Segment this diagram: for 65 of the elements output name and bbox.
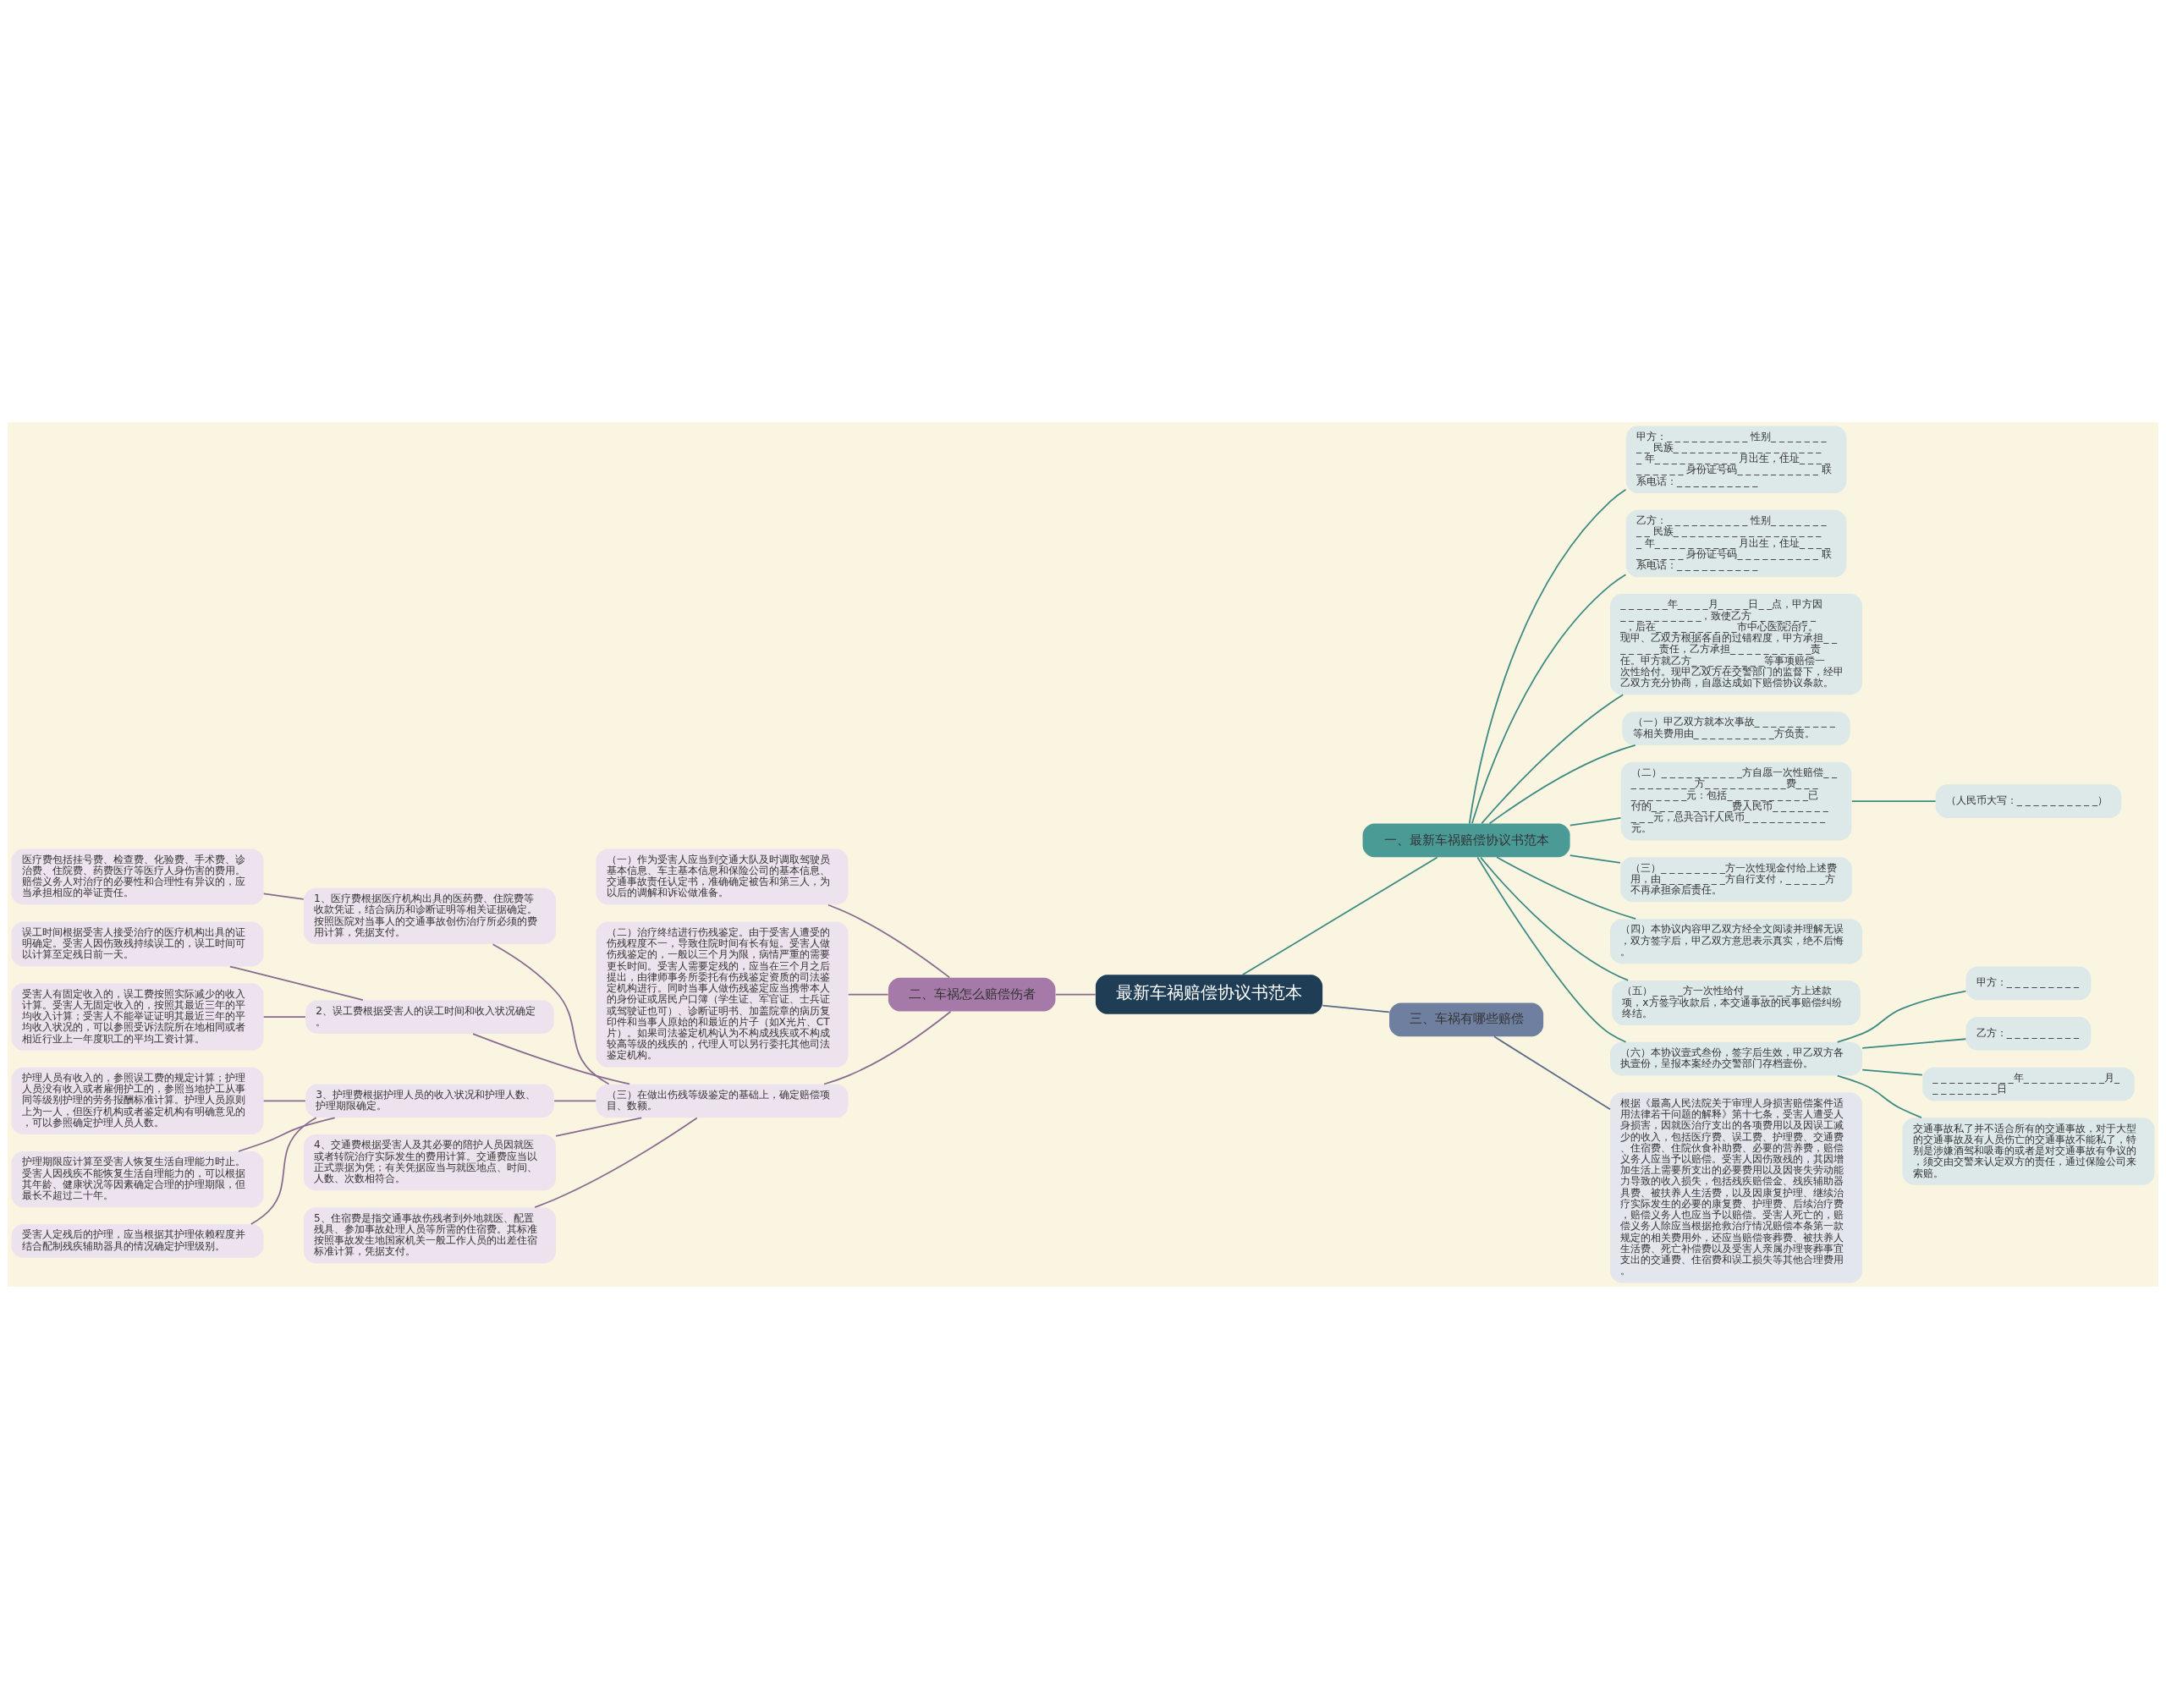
node-box: 受害人有固定收入的，误工费按照实际减少的收入计算。受害人无固定收入的，按照其最近三年的平均收入计算；受害人不能举证证明其最近三年的平均收入状况的，可以参照受诉法院所在地相同或者相近行业上一年度职工的平均工资计算。 (11, 982, 264, 1051)
connector (1476, 856, 1627, 1043)
node-box: 一、最新车祸赔偿协议书范本 (1362, 823, 1570, 857)
connector (1569, 854, 1621, 864)
connector (1850, 799, 1937, 802)
connector (238, 1116, 336, 1152)
node-box: _ _ _ _ _ _年_ _ _ _月_ _ _ _日_ _点，甲方因_ _ _ _ _ _ _ _ _ _，致使乙方_ _ _ _ _ _ _ _ _，后在_ _ _ _ _ _ _ _ _ _市中心医院治疗。现甲、乙双方根据各自的过错程度，甲方承担_ _ _ _ _ _ _责任，乙方承担_ _ _ _ _ _ _ _ _ _责任。甲方就乙方_ _ _ _ _ _ _ _ _等事项赔偿一次性给付。现甲乙双方在交警部门的监督下，经甲乙双方充分协商，自愿达成如下赔偿协议条款。 (1610, 593, 1862, 695)
connector (1861, 1068, 1923, 1076)
node-box: （二）_ _ _ _ _ _ _ _ _ _方自愿一次性赔偿_ _ _ _ _ _ _ _ _ _方_ _ _ _ _ _ _ _ _ _费_ _ _ _ _ _ _ _ _ _元：包括_ _ _ _ _ _ _ _ _ _已付的_ _ _ _ _ _ _ _ _ _费人民币_ _ _ _ _ _ _ _ _ _元，总共合计人民币_ _ _ _ _ _ _ _ _ _元。 (1620, 761, 1852, 840)
connector (534, 1117, 698, 1208)
node-box: 甲方：_ _ _ _ _ _ _ _ _ (1965, 965, 2092, 1000)
connector (1569, 816, 1622, 827)
node-box: （六）本协议壹式叁份，签字后生效，甲乙双方各执壹份，呈报本案经办交警部门存档壹份。 (1610, 1041, 1862, 1076)
node-box: （三）_ _ _ _ _ _ _ _方一次性现金付给上述费用，由_ _ _ _ _ _ _ _方自行支付，_ _ _ _ _方不再承担余后责任。 (1620, 856, 1852, 902)
node-box: （一）甲乙双方就本次事故_ _ _ _ _ _ _ _ _ _等相关费用由_ _ _ _ _ _ _ _ _ _方负责。 (1622, 711, 1850, 745)
node-box: 最新车祸赔偿协议书范本 (1095, 974, 1323, 1014)
node-box: 甲方：_ _ _ _ _ _ _ _ _ _ 性别_ _ _ _ _ _ _ _ _ 民族_ _ _ _ _ _ _ _ _ _ _ _ _ _ _ _ _ _ _ 年_ _ _ _ _ _ _ _ _ _ 月出生，住址_ _ _ _ _ _ _ _ _ _ 身份证号码_ _ _ _ _ _ _ _ _ _ 联系电话：_ _ _ _ _ _ _ _ _ _ (1625, 425, 1847, 493)
node-box: 乙方：_ _ _ _ _ _ _ _ _ (1965, 1016, 2092, 1051)
connector (1481, 693, 1624, 824)
node-box: （三）在做出伤残等级鉴定的基础上，确定赔偿项目、数额。 (596, 1084, 849, 1118)
connector (1836, 990, 1967, 1043)
node-box: （人民币大写：_ _ _ _ _ _ _ _ _ _） (1935, 783, 2122, 818)
node-box: 5、住宿费是指交通事故伤残者到外地就医、配置残具、参加事故处理人员等所需的住宿费。其标准按照事故发生地国家机关一般工作人员的出差住宿标准计算，凭据支付。 (304, 1206, 556, 1263)
connector (553, 1100, 597, 1101)
connector (1480, 856, 1630, 981)
connector (555, 1116, 643, 1137)
node-box: 交通事故私了并不适合所有的交通事故，对于大型的交通事故及有人员伤亡的交通事故不能私了，特别是涉嫌酒驾和吸毒的或者是对交通事故有争议的，须交由交警来认定双方的责任，通过保险公司来索赔。 (1902, 1117, 2155, 1185)
connector (1241, 856, 1438, 975)
node-box: 误工时间根据受害人接受治疗的医疗机构出具的证明确定。受害人因伤致残持续误工的，误工时间可以计算至定残日前一天。 (11, 920, 264, 966)
node-box: （四）本协议内容甲乙双方经全文阅读并理解无误，双方签字后，甲乙双方意思表示真实，绝不后悔。 (1610, 918, 1862, 964)
connector (262, 1100, 306, 1101)
connector (1488, 744, 1636, 824)
connector (229, 965, 364, 1001)
connector (472, 1032, 630, 1085)
node-box: 护理人员有收入的，参照误工费的规定计算；护理人员没有收入或者雇佣护工的，参照当地护工从事同等级别护理的劳务报酬标准计算。护理人员原则上为一人，但医疗机构或者鉴定机构有明确意见的，可以参照确定护理人员人数。 (11, 1067, 264, 1134)
connector (1493, 1035, 1611, 1110)
node-box: 医疗费包括挂号费、检查费、化验费、手术费、诊治费、住院费、药费医疗等医疗人身伤害的费用。赔偿义务人对治疗的必要性和合理性有异议的，应当承担相应的举证责任。 (11, 848, 264, 905)
node-box: 1、医疗费根据医疗机构出具的医药费、住院费等收款凭证，结合病历和诊断证明等相关证据确定。按照医院对当事人的交通事故创伤治疗所必须的费用计算，凭据支付。 (304, 887, 556, 944)
connector (1054, 993, 1097, 995)
node-box: _ _ _ _ _ _ _ _ _ _年_ _ _ _ _ _ _ _ _ _月_ _ _ _ _ _ _ _ _日 (1922, 1067, 2135, 1101)
node-box: 3、护理费根据护理人员的收入状况和护理人数、护理期限确定。 (305, 1084, 554, 1118)
node-box: 二、车祸怎么赔偿伤者 (888, 977, 1056, 1011)
node-box: 4、交通费根据受害人及其必要的陪护人员因就医或者转院治疗实际发生的费用计算。交通费应当以正式票据为凭；有关凭据应当与就医地点、时间、人数、次数相符合。 (304, 1134, 556, 1190)
connector (847, 993, 889, 995)
connector (250, 1116, 317, 1225)
connector (262, 892, 305, 900)
connector (1471, 573, 1627, 824)
connector (827, 903, 951, 978)
connector (823, 1010, 952, 1085)
node-box: 护理期限应计算至受害人恢复生活自理能力时止。受害人因残疾不能恢复生活自理能力的，可以根据其年龄、健康状况等因素确定合理的护理期限，但最长不超过二十年。 (11, 1151, 264, 1207)
connector (1836, 1074, 1922, 1118)
node-box: 2、误工费根据受害人的误工时间和收入状况确定。 (305, 999, 554, 1034)
node-box: 三、车祸有哪些赔偿 (1389, 1002, 1544, 1036)
connector (1322, 1004, 1390, 1013)
connector (262, 1015, 306, 1018)
node-box: 受害人定残后的护理，应当根据其护理依赖程度并结合配制残疾辅助器具的情况确定护理级别。 (11, 1223, 264, 1258)
connector (1468, 488, 1627, 824)
node-box: （二）治疗终结进行伤残鉴定。由于受害人遭受的伤残程度不一，导致住院时间有长有短。受害人做伤残鉴定的，一般以三个月为限，病情严重的需要更长时间。受害人需要定残的，应当在三个月之后提出，由律师事务所委托有伤残鉴定资质的司法鉴定机构进行。同时当事人做伤残鉴定应当携带本人的身份证或居民户口簿（学生证、军官证、士兵证或驾驶证也可）、诊断证明书、加盖院章的病历复印件和当事人原始的和最近的片子（如X光片、CT片）。如果司法鉴定机构认为不构成残疾或不构成较高等级的残疾的，代理人可以另行委托其他司法鉴定机构。 (596, 920, 849, 1068)
node-box: （五）_ _ _ _方一次性给付_ _ _ _ _ _方上述款项，x方签字收款后，本交通事故的民事赔偿纠纷终结。 (1612, 980, 1861, 1025)
node-box: 乙方：_ _ _ _ _ _ _ _ _ _ 性别_ _ _ _ _ _ _ _ _ 民族_ _ _ _ _ _ _ _ _ _ _ _ _ _ _ _ _ _ _ 年_ _ _ _ _ _ _ _ _ _ 月出生，住址_ _ _ _ _ _ _ _ _ _ 身份证号码_ _ _ _ _ _ _ _ _ _ 联系电话：_ _ _ _ _ _ _ _ _ _ (1625, 509, 1847, 577)
connector (492, 942, 610, 1085)
connector (1496, 855, 1637, 920)
node-box: 根据《最高人民法院关于审理人身损害赔偿案件适用法律若干问题的解释》第十七条，受害人遭受人身损害，因就医治疗支出的各项费用以及因误工减少的收入，包括医疗费、误工费、护理费、交通费、住宿费、住院伙食补助费、必要的营养费，赔偿义务人应当予以赔偿。受害人因伤致残的，其因增加生活上需要所支出的必要费用以及因丧失劳动能力导致的收入损失，包括残疾赔偿金、残疾辅助器具费、被扶养人生活费，以及因康复护理、继续治疗实际发生的必要的康复费、护理费、后续治疗费，赔偿义务人也应当予以赔偿。受害人死亡的，赔偿义务人除应当根据抢救治疗情况赔偿本条第一款规定的相关费用外，还应当赔偿丧葬费、被扶养人生活费、死亡补偿费以及受害人亲属办理丧葬事宜支出的交通费、住宿费和误工损失等其他合理费用。 (1610, 1091, 1862, 1283)
connector (1861, 1037, 1967, 1049)
node-box: （一）作为受害人应当到交通大队及时调取驾驶员基本信息、车主基本信息和保险公司的基本信息、交通事故责任认定书，准确确定被告和第三人，为以后的调解和诉讼做准备。 (596, 848, 849, 905)
